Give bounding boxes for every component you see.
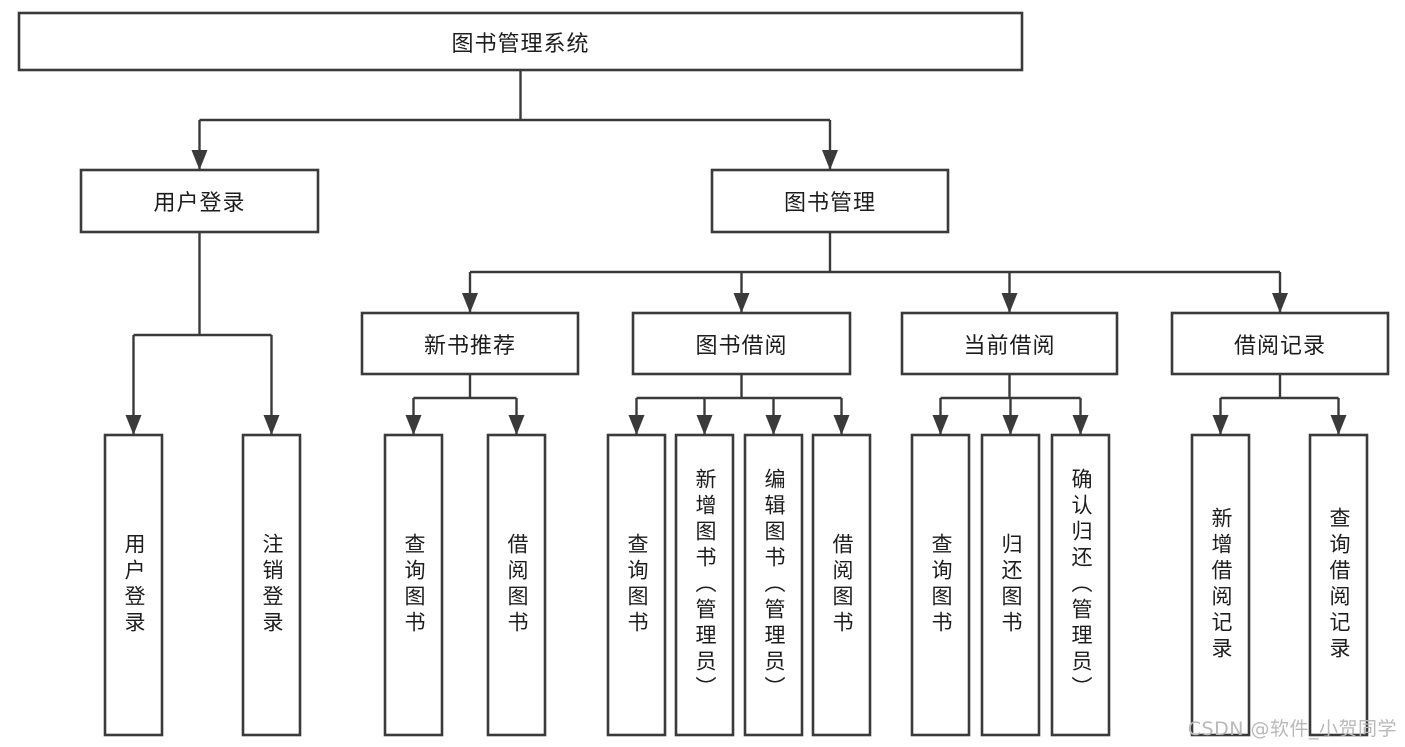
arrow-head-leaf-add-borrow-record <box>1212 415 1229 435</box>
node-box-leaf-borrow-book-rec[interactable] <box>486 433 547 737</box>
arrow-head-leaf-logout-login <box>263 415 280 435</box>
node-box-leaf-logout-login[interactable] <box>241 433 302 737</box>
node-box-leaf-user-login[interactable] <box>103 433 164 737</box>
arrow-head-current-borrow <box>1001 293 1018 313</box>
node-box-user-login[interactable] <box>79 168 320 234</box>
node-box-leaf-query-book-current[interactable] <box>910 433 971 737</box>
arrow-head-leaf-return-book <box>1002 415 1019 435</box>
connectors-layer <box>125 70 1347 435</box>
arrow-head-book-management <box>822 150 838 170</box>
node-boxes-layer <box>17 11 1390 737</box>
arrow-head-book-borrow <box>733 293 750 313</box>
arrow-head-leaf-user-login <box>125 415 142 435</box>
arrow-head-leaf-query-book-rec <box>405 415 422 435</box>
node-box-current-borrow[interactable] <box>900 311 1119 376</box>
node-box-leaf-return-book[interactable] <box>980 433 1041 737</box>
node-box-leaf-confirm-return-admin[interactable] <box>1050 433 1111 737</box>
node-box-leaf-query-book-rec[interactable] <box>383 433 444 737</box>
arrow-head-leaf-borrow-book-rec <box>508 415 525 435</box>
arrow-head-new-book-recommend <box>462 293 478 313</box>
node-box-new-book-recommend[interactable] <box>360 311 580 376</box>
arrow-head-user-login <box>191 150 208 170</box>
node-box-leaf-add-book-admin[interactable] <box>674 433 735 737</box>
node-box-book-borrow[interactable] <box>631 311 852 376</box>
arrow-head-leaf-query-book-borrow <box>628 415 645 435</box>
arrow-head-borrow-record <box>1272 293 1288 313</box>
node-box-root[interactable] <box>17 11 1024 72</box>
node-box-borrow-record[interactable] <box>1170 311 1390 376</box>
arrow-head-leaf-add-book-admin <box>696 415 713 435</box>
node-box-leaf-borrow-book[interactable] <box>811 433 872 737</box>
arrow-head-leaf-query-borrow-record <box>1330 415 1347 435</box>
arrow-head-leaf-query-book-current <box>932 415 949 435</box>
node-box-leaf-add-borrow-record[interactable] <box>1190 433 1251 737</box>
node-box-book-management[interactable] <box>710 168 950 234</box>
arrow-head-leaf-edit-book-admin <box>765 415 782 435</box>
arrow-head-leaf-borrow-book <box>833 415 850 435</box>
csdn-watermark: CSDN @软件_小贺同学 <box>1187 718 1397 740</box>
node-box-leaf-edit-book-admin[interactable] <box>743 433 804 737</box>
node-box-leaf-query-book-borrow[interactable] <box>606 433 667 737</box>
node-box-leaf-query-borrow-record[interactable] <box>1308 433 1369 737</box>
arrow-head-leaf-confirm-return-admin <box>1072 415 1089 435</box>
